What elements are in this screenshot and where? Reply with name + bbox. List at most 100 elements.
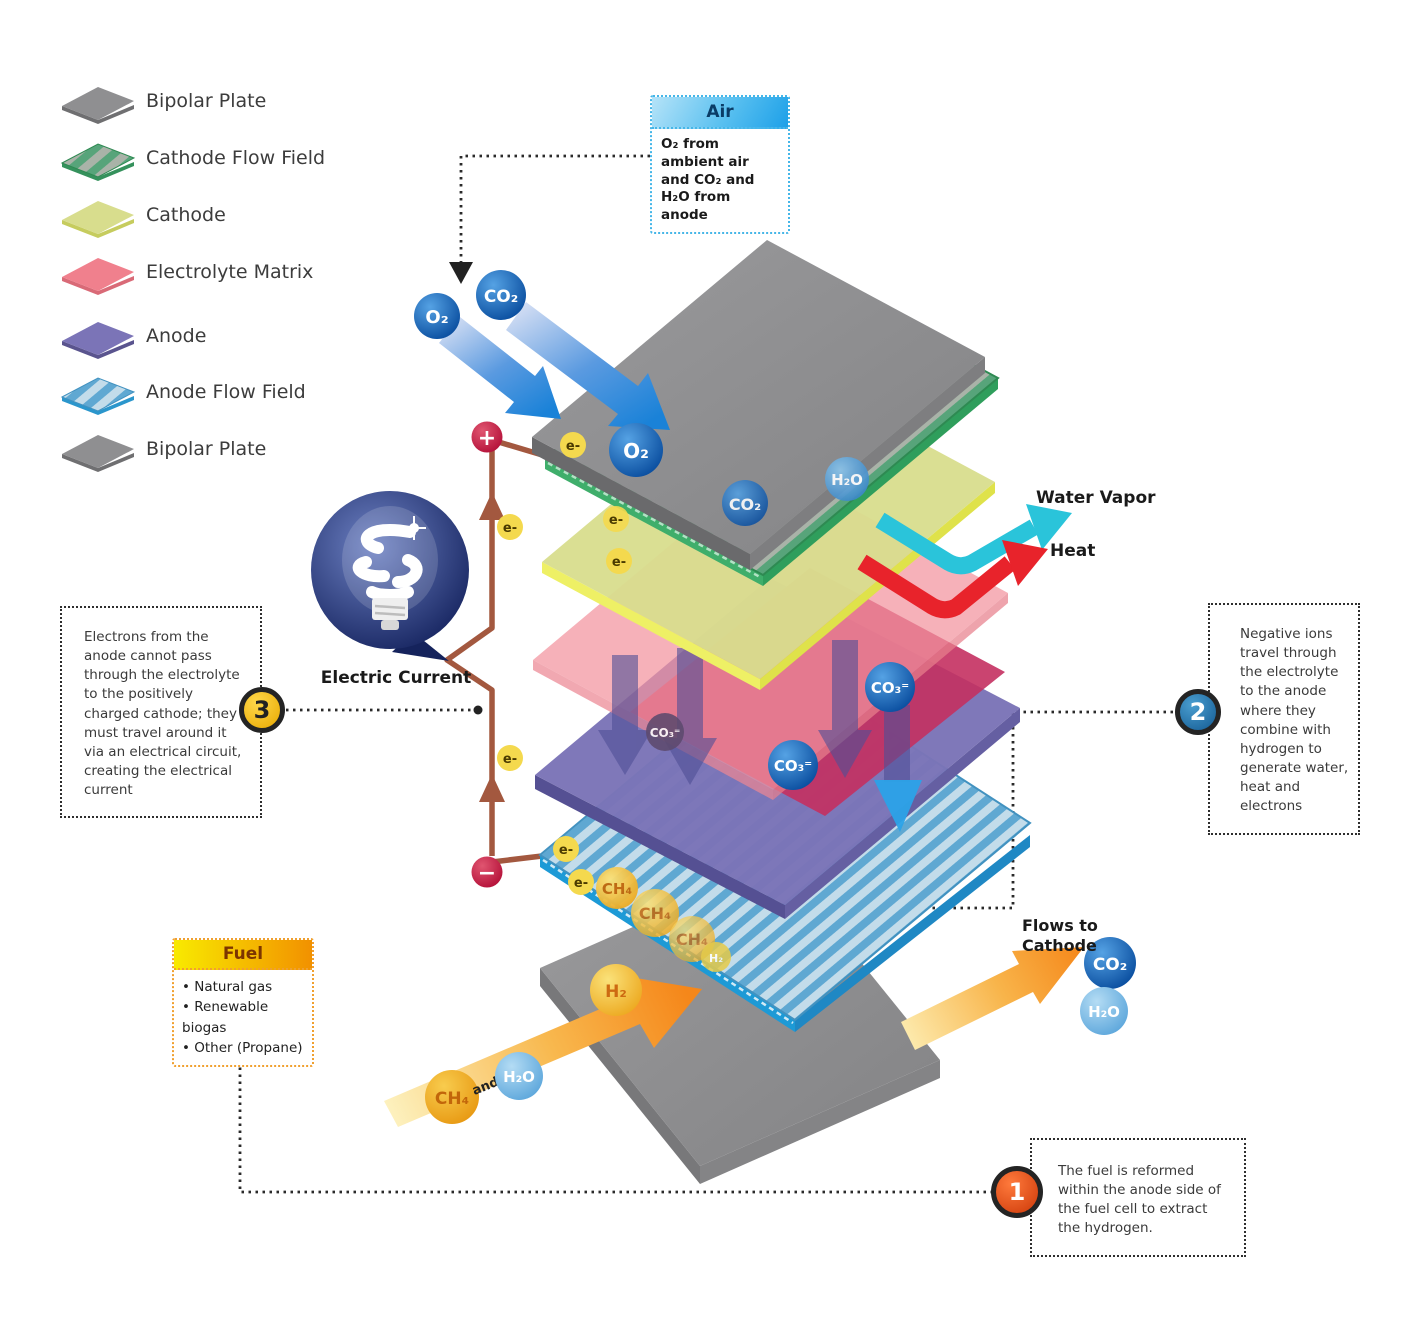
flows-to-cathode-label: Cathode — [1022, 936, 1097, 955]
legend-label: Cathode Flow Field — [146, 147, 325, 169]
svg-text:O₂: O₂ — [623, 439, 649, 463]
air-connector-line — [459, 154, 650, 262]
svg-text:e-: e- — [559, 843, 573, 858]
circuit-wire — [444, 437, 550, 865]
heat-label: Heat — [1050, 541, 1095, 561]
co3-ion-dark: CO₃⁼ — [646, 713, 684, 751]
electron: e- — [560, 432, 586, 458]
h2o-molecule-input: H₂O — [495, 1052, 543, 1100]
ch4-molecule-a: CH₄ — [596, 867, 638, 909]
svg-text:e-: e- — [566, 439, 580, 454]
fuel-info-box: Fuel • Natural gas • Renewable biogas • … — [172, 938, 314, 1067]
legend-swatch-cathode — [62, 201, 134, 238]
electron: e- — [568, 869, 594, 895]
h2-molecule-large: H₂ — [590, 964, 642, 1016]
callout-2-number: 2 — [1189, 698, 1207, 726]
water-vapor-arrow — [875, 504, 1072, 575]
co2-inflow-arrow — [506, 302, 670, 430]
callout-1-number: 1 — [1008, 1178, 1026, 1206]
svg-text:H₂O: H₂O — [831, 471, 863, 489]
cfl-bulb-icon — [352, 524, 423, 601]
o2-molecule-field: O₂ — [609, 423, 663, 477]
callout2-connector — [897, 710, 1180, 910]
heat-arrow — [857, 540, 1048, 619]
callout-3-badge: 3 — [239, 687, 285, 733]
legend-label: Anode — [146, 325, 206, 347]
co2-molecule-output: CO₂ — [1084, 937, 1136, 989]
callout-1-box: The fuel is reformed within the anode si… — [1030, 1138, 1246, 1257]
legend: Bipolar Plate Cathode Flow Field Cathode… — [60, 87, 325, 472]
callout-3-box: Electrons from the anode cannot pass thr… — [60, 606, 262, 819]
svg-text:e-: e- — [503, 752, 517, 767]
electron: e- — [553, 836, 579, 862]
positive-terminal: + — [471, 421, 503, 453]
callout1-connector — [238, 1040, 1028, 1194]
flows-to-cathode-arrow — [901, 947, 1084, 1050]
legend-swatch-bipolar-plate-bottom — [62, 435, 134, 472]
callout-3-text: Electrons from the anode cannot pass thr… — [84, 629, 242, 799]
o2-molecule-top: O₂ — [414, 293, 460, 339]
svg-text:e-: e- — [612, 555, 626, 570]
svg-text:H₂O: H₂O — [503, 1068, 535, 1086]
legend-swatch-anode-flow-field — [60, 377, 136, 415]
svg-text:e-: e- — [503, 521, 517, 536]
legend-swatch-electrolyte-matrix — [62, 258, 134, 295]
svg-text:CO₂: CO₂ — [484, 287, 518, 307]
callout-1-badge: 1 — [991, 1166, 1043, 1218]
air-info-box: Air O₂ from ambient air and CO₂ and H₂O … — [650, 95, 790, 235]
co2-molecule-field: CO₂ — [722, 480, 768, 526]
co3-ion-center: CO₃⁼ — [768, 740, 818, 790]
co3-ion-right: CO₃⁼ — [865, 662, 915, 712]
electrons: e- e- e- e- e- e- e- — [497, 432, 632, 895]
svg-text:H₂: H₂ — [605, 982, 627, 1002]
svg-text:O₂: O₂ — [425, 307, 448, 328]
callout-2-badge: 2 — [1175, 689, 1221, 735]
legend-label: Cathode — [146, 204, 226, 226]
h2-molecule-small: H₂ — [701, 942, 731, 972]
svg-text:CO₃⁼: CO₃⁼ — [650, 726, 681, 740]
svg-text:CO₂: CO₂ — [1093, 955, 1127, 975]
h2o-molecule-output: H₂O — [1080, 987, 1128, 1035]
fuel-box-body: • Natural gas • Renewable biogas • Other… — [174, 970, 312, 1065]
svg-text:−: − — [478, 861, 496, 886]
air-arrowhead — [449, 262, 473, 284]
callout-2-text: Negative ions travel through the electro… — [1240, 626, 1349, 815]
svg-text:CO₃⁼: CO₃⁼ — [774, 757, 812, 775]
svg-text:CH₄: CH₄ — [435, 1089, 469, 1109]
svg-text:H₂: H₂ — [709, 952, 723, 965]
electron: e- — [603, 506, 629, 532]
co2-molecule-top: CO₂ — [476, 270, 526, 320]
svg-text:+: + — [478, 426, 496, 451]
electric-current-label: Electric Current — [321, 668, 472, 688]
water-vapor-label: Water Vapor — [1036, 488, 1156, 508]
negative-terminal: − — [471, 856, 503, 888]
svg-text:CH₄: CH₄ — [639, 904, 671, 923]
wire-arrow-up-top — [479, 492, 505, 520]
connectors — [238, 154, 1180, 1194]
legend-swatch-anode — [62, 322, 134, 359]
bulb-bubble — [311, 491, 469, 649]
callout3-endpoint-dot — [473, 705, 483, 715]
o2-inflow-arrow — [439, 317, 561, 419]
legend-label: Anode Flow Field — [146, 381, 306, 403]
ion-arrow-blue-head — [874, 780, 922, 832]
air-box-title: Air — [652, 97, 788, 129]
wire-arrow-up-bottom — [479, 774, 505, 802]
electron: e- — [497, 745, 523, 771]
legend-swatch-bipolar-plate-top — [62, 87, 134, 124]
svg-text:CO₂: CO₂ — [729, 495, 761, 514]
ch4-molecule-input: CH₄ — [425, 1070, 479, 1124]
svg-text:e-: e- — [574, 876, 588, 891]
svg-text:CO₃⁼: CO₃⁼ — [871, 679, 909, 697]
flows-to-label: Flows to — [1022, 916, 1098, 935]
fuel-box-title: Fuel — [174, 940, 312, 970]
fuel-item: • Renewable biogas — [182, 999, 269, 1036]
legend-label: Electrolyte Matrix — [146, 261, 313, 283]
svg-text:CH₄: CH₄ — [602, 880, 632, 898]
fuel-item: • Other (Propane) — [182, 1039, 303, 1056]
legend-label: Bipolar Plate — [146, 438, 266, 460]
fuel-item: • Natural gas — [182, 979, 273, 995]
ch4-molecule-b: CH₄ — [631, 889, 679, 937]
